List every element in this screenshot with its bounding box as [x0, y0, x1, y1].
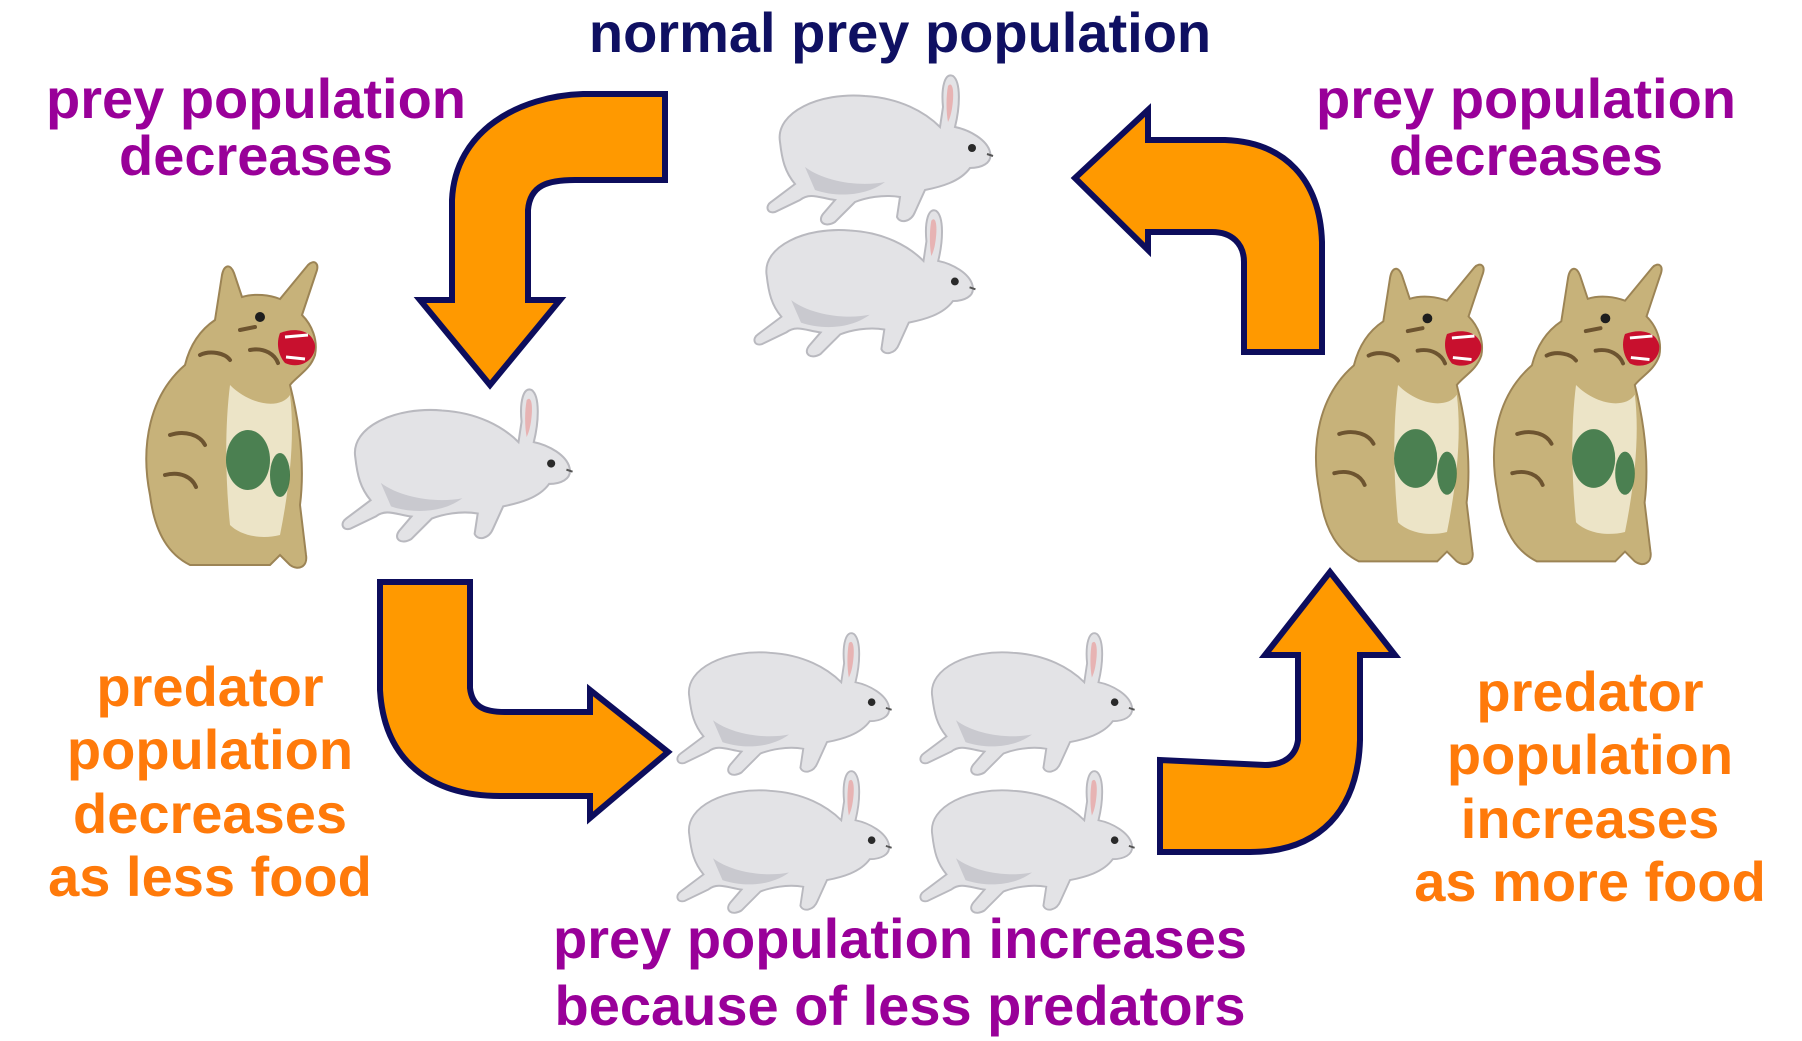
hare-left [343, 389, 573, 541]
hare-bottom-3 [677, 771, 891, 913]
hare-top-2 [754, 210, 975, 356]
bobcat-right-2 [1494, 265, 1662, 564]
hare-bottom-4 [920, 771, 1134, 913]
hare-bottom-2 [920, 633, 1134, 775]
bobcat-right-1 [1316, 265, 1484, 564]
arrow-top-right-left [1075, 110, 1322, 352]
arrow-left-to-bottom [380, 582, 668, 818]
hare-top-1 [768, 75, 993, 224]
arrow-bottom-to-right [1160, 572, 1395, 852]
bobcat-left [146, 262, 317, 568]
hare-bottom-1 [677, 633, 891, 775]
arrow-top-left-down [420, 94, 665, 385]
